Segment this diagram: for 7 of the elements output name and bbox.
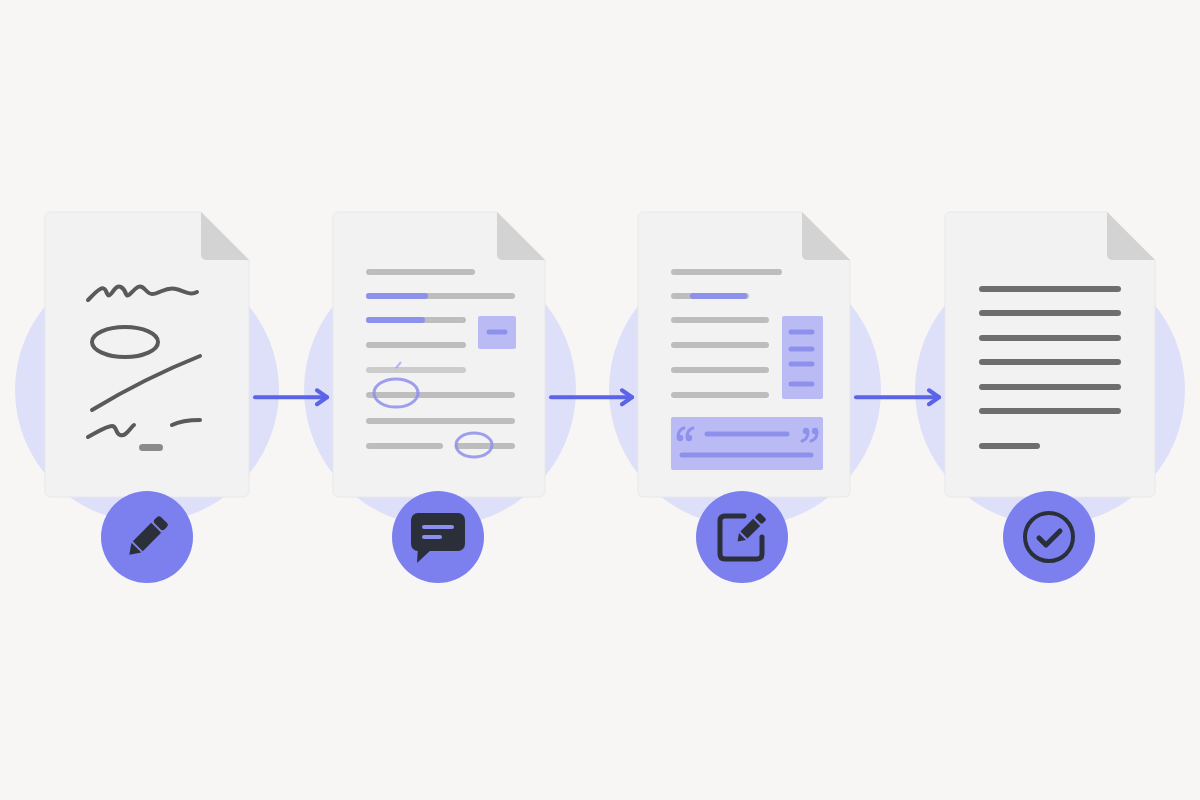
arrow — [549, 388, 634, 407]
arrow — [253, 388, 329, 407]
scribbled-document — [45, 212, 249, 497]
arrow — [854, 388, 941, 407]
marked-up-document — [333, 212, 545, 497]
highlighted-document — [638, 212, 850, 497]
text-document — [945, 212, 1155, 497]
